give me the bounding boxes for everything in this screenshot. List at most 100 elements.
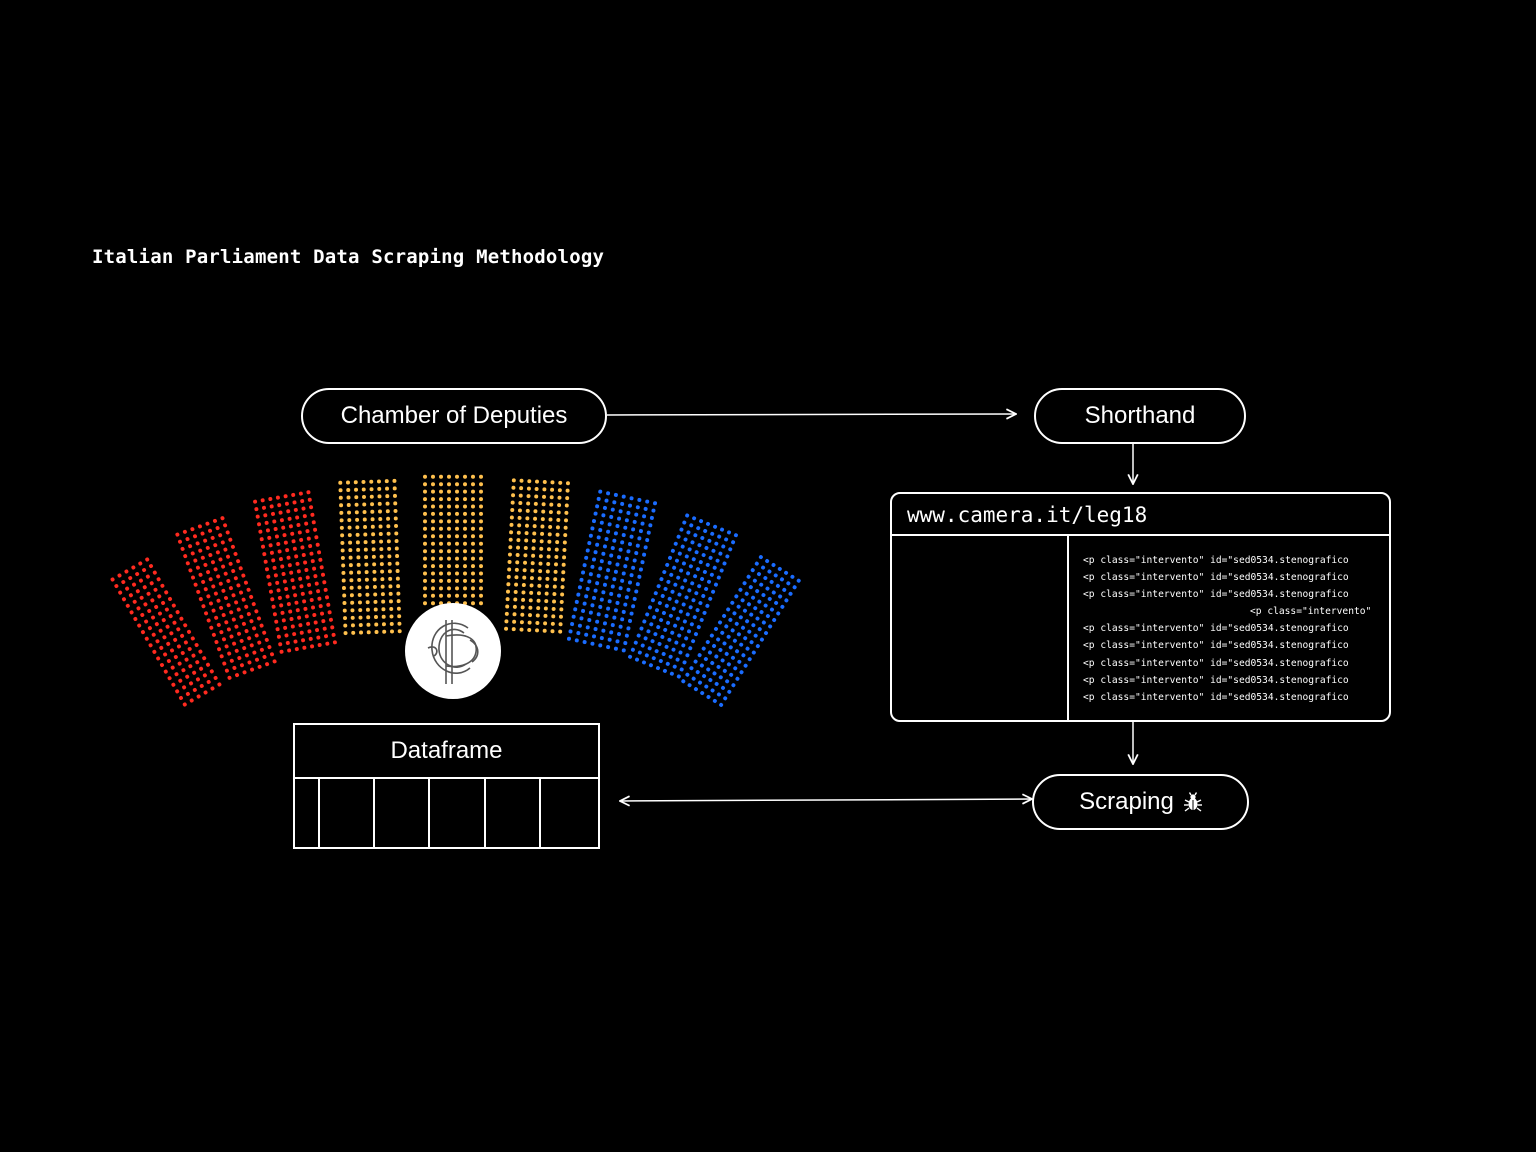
seat-dot bbox=[302, 514, 307, 519]
seat-dot bbox=[524, 538, 529, 543]
seat-dot bbox=[617, 593, 622, 598]
seat-dot bbox=[533, 516, 538, 521]
seat-dot bbox=[247, 636, 252, 641]
seat-dot bbox=[505, 597, 510, 602]
seat-dot bbox=[705, 603, 710, 608]
seat-dot bbox=[543, 613, 548, 618]
seat-dot bbox=[725, 679, 730, 684]
seat-dot bbox=[305, 529, 310, 534]
seat-dot bbox=[629, 534, 634, 539]
seat-dot bbox=[266, 574, 271, 579]
seat-dot bbox=[292, 632, 297, 637]
seat-dot bbox=[691, 639, 696, 644]
seat-dot bbox=[175, 689, 180, 694]
seat-dot bbox=[128, 593, 133, 598]
seat-dot bbox=[590, 641, 595, 646]
seat-dot bbox=[606, 491, 611, 496]
seat-dot bbox=[227, 675, 232, 680]
seat-dot bbox=[146, 591, 151, 596]
seat-dot bbox=[216, 574, 221, 579]
seat-dot bbox=[168, 614, 173, 619]
seat-dot bbox=[471, 541, 475, 546]
seat-dot bbox=[455, 571, 459, 576]
seat-dot bbox=[708, 596, 713, 601]
seat-dot bbox=[161, 618, 166, 623]
seat-dot bbox=[593, 627, 598, 632]
seat-dot bbox=[193, 558, 198, 563]
seat-dot bbox=[546, 554, 551, 559]
seat-dot bbox=[479, 504, 483, 509]
code-line: <p class="intervento" id="sed0534.stenog… bbox=[1083, 623, 1349, 635]
seat-dot bbox=[280, 610, 285, 615]
seat-dot bbox=[395, 561, 400, 566]
seat-dot bbox=[348, 548, 353, 553]
seat-dot bbox=[618, 509, 623, 514]
seat-dot bbox=[455, 578, 459, 583]
seat-dot bbox=[581, 608, 586, 613]
seat-dot bbox=[239, 663, 244, 668]
seat-dot bbox=[599, 559, 604, 564]
seat-dot bbox=[542, 487, 547, 492]
seat-dot bbox=[226, 578, 231, 583]
seat-dot bbox=[550, 621, 555, 626]
seat-dot bbox=[699, 617, 704, 622]
seat-dot bbox=[668, 555, 673, 560]
seat-dot bbox=[297, 615, 302, 620]
seat-dot bbox=[640, 560, 645, 565]
seat-dot bbox=[283, 540, 288, 545]
column-divider bbox=[373, 779, 375, 847]
seat-dot bbox=[549, 495, 554, 500]
seat-dot bbox=[532, 531, 537, 536]
seat-dot bbox=[291, 539, 296, 544]
seat-dot bbox=[295, 608, 300, 613]
seat-dot bbox=[471, 564, 475, 569]
dataframe-header: Dataframe bbox=[295, 725, 598, 779]
seat-dot bbox=[193, 582, 198, 587]
seat-dot bbox=[307, 629, 312, 634]
seat-dot bbox=[674, 599, 679, 604]
seat-dot bbox=[613, 531, 618, 536]
seat-dot bbox=[261, 505, 266, 510]
seat-dot bbox=[676, 534, 681, 539]
seat-dot bbox=[338, 488, 343, 493]
seat-dot bbox=[735, 676, 740, 681]
seat-dot bbox=[604, 575, 609, 580]
seat-dot bbox=[243, 580, 248, 585]
seat-dot bbox=[311, 605, 316, 610]
seat-dot bbox=[570, 622, 575, 627]
seat-dot bbox=[332, 640, 337, 645]
seat-dot bbox=[593, 550, 598, 555]
seat-dot bbox=[632, 596, 637, 601]
seat-dot bbox=[724, 537, 729, 542]
seat-dot bbox=[162, 635, 167, 640]
seat-dot bbox=[356, 570, 361, 575]
seat-dot bbox=[358, 623, 363, 628]
seat-dot bbox=[522, 575, 527, 580]
seat-dot bbox=[163, 669, 168, 674]
seat-dot bbox=[623, 564, 628, 569]
seat-dot bbox=[564, 518, 569, 523]
seat-dot bbox=[203, 538, 208, 543]
seat-dot bbox=[598, 489, 603, 494]
seat-dot bbox=[720, 630, 725, 635]
seat-dot bbox=[354, 510, 359, 515]
seat-dot bbox=[296, 522, 301, 527]
seat-dot bbox=[610, 584, 615, 589]
seat-dot bbox=[252, 626, 257, 631]
seat-dot bbox=[394, 546, 399, 551]
seat-dot bbox=[229, 610, 234, 615]
seat-dot bbox=[216, 598, 221, 603]
seat-dot bbox=[642, 552, 647, 557]
seat-dot bbox=[723, 696, 728, 701]
dataframe-label: Dataframe bbox=[390, 737, 503, 764]
seat-dot bbox=[545, 569, 550, 574]
seat-dot bbox=[343, 623, 348, 628]
seat-dot bbox=[326, 602, 331, 607]
seat-dot bbox=[527, 613, 532, 618]
seat-dot bbox=[759, 582, 764, 587]
seat-dot bbox=[242, 670, 247, 675]
seat-dot bbox=[749, 640, 754, 645]
column-divider bbox=[318, 779, 320, 847]
seat-dot bbox=[645, 612, 650, 617]
seat-dot bbox=[339, 525, 344, 530]
